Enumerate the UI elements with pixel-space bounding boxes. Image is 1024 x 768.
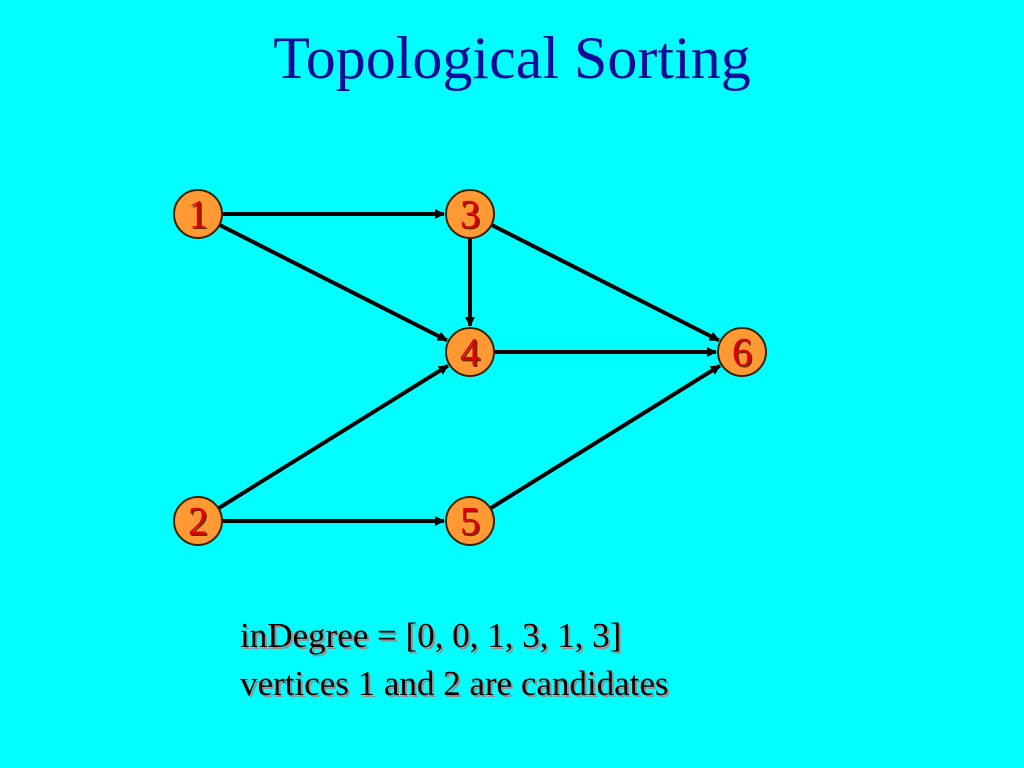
node-circle-6 <box>717 327 767 377</box>
node-5: 55 <box>445 496 495 546</box>
indegree-note: inDegree = [0, 0, 1, 3, 1, 3] <box>240 616 622 655</box>
node-circle-3 <box>445 189 495 239</box>
node-1: 11 <box>173 189 223 239</box>
node-label-1: 1 <box>188 192 208 237</box>
node-2: 22 <box>173 496 223 546</box>
edge-3-to-6 <box>490 223 720 343</box>
node-label-4: 4 <box>460 330 480 375</box>
node-label-shadow-6: 6 <box>734 331 754 376</box>
node-4: 44 <box>445 327 495 377</box>
page-title: Topological Sorting <box>273 25 751 91</box>
edge-5-to-6 <box>489 364 721 511</box>
node-label-3: 3 <box>460 192 480 237</box>
node-label-2: 2 <box>188 499 208 544</box>
node-3: 33 <box>445 189 495 239</box>
node-label-5: 5 <box>460 499 480 544</box>
node-circle-5 <box>445 496 495 546</box>
notes: inDegree = [0, 0, 1, 3, 1, 3] vertices 1… <box>240 612 669 708</box>
node-circle-4 <box>445 327 495 377</box>
node-label-shadow-3: 3 <box>462 193 482 238</box>
node-label-shadow-2: 2 <box>190 500 210 545</box>
node-circle-2 <box>173 496 223 546</box>
edge-2-to-4 <box>217 364 449 511</box>
candidates-note: vertices 1 and 2 are candidates <box>240 664 669 703</box>
nodes-layer: 11 22 33 44 55 66 <box>173 189 767 546</box>
node-6: 66 <box>717 327 767 377</box>
node-label-shadow-4: 4 <box>462 331 482 376</box>
node-label-6: 6 <box>732 330 752 375</box>
edge-1-to-4 <box>218 223 448 343</box>
node-label-shadow-1: 1 <box>190 193 210 238</box>
edges-layer <box>217 209 721 526</box>
node-circle-1 <box>173 189 223 239</box>
node-label-shadow-5: 5 <box>462 500 482 545</box>
